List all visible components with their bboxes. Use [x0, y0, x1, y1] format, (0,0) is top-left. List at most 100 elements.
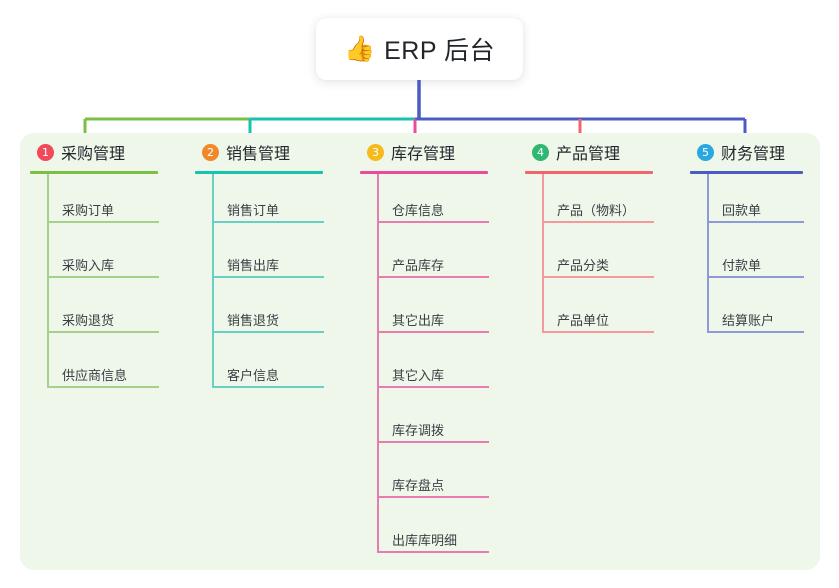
leaf-underline: [377, 496, 489, 498]
leaf-underline: [47, 221, 159, 223]
branch-underline-4: [525, 171, 653, 174]
branch-header-3[interactable]: 3 库存管理: [350, 140, 510, 164]
leaf-underline: [212, 221, 324, 223]
leaf-spine-5: [707, 174, 709, 333]
branch-header-2[interactable]: 2 销售管理: [185, 140, 345, 164]
leaf-underline: [707, 221, 804, 223]
leaf-item[interactable]: 销售出库: [185, 229, 345, 284]
leaf-underline: [377, 276, 489, 278]
leaf-label: 仓库信息: [392, 203, 445, 218]
leaf-label: 产品分类: [557, 258, 610, 273]
leaf-spine-2: [212, 174, 214, 388]
leaf-label: 其它入库: [392, 368, 445, 383]
leaf-underline: [377, 386, 489, 388]
leaf-underline: [377, 221, 489, 223]
leaf-underline: [542, 331, 654, 333]
root-node-card[interactable]: 👍 ERP 后台: [316, 18, 523, 80]
leaf-item[interactable]: 产品（物料）: [515, 174, 675, 229]
leaf-item[interactable]: 产品分类: [515, 229, 675, 284]
leaf-item[interactable]: 采购退货: [20, 284, 180, 339]
leaf-item[interactable]: 回款单: [680, 174, 825, 229]
leaf-spine-1: [47, 174, 49, 388]
leaf-item[interactable]: 其它入库: [350, 339, 510, 394]
root-node-title: ERP 后台: [384, 37, 496, 65]
leaf-item[interactable]: 销售退货: [185, 284, 345, 339]
branch-underline-5: [690, 171, 803, 174]
leaf-underline: [542, 221, 654, 223]
leaf-item[interactable]: 库存调拨: [350, 394, 510, 449]
leaf-item[interactable]: 付款单: [680, 229, 825, 284]
branch-header-4[interactable]: 4 产品管理: [515, 140, 675, 164]
leaf-underline: [47, 276, 159, 278]
branch-header-1[interactable]: 1 采购管理: [20, 140, 180, 164]
leaf-label: 结算账户: [722, 313, 775, 328]
leaf-item[interactable]: 产品单位: [515, 284, 675, 339]
branch-column-2: 2 销售管理销售订单销售出库销售退货客户信息: [185, 140, 345, 394]
leaf-list-5: 回款单付款单结算账户: [680, 174, 825, 339]
leaf-item[interactable]: 出库库明细: [350, 504, 510, 559]
leaf-underline: [212, 276, 324, 278]
thumbs-up-icon: 👍: [343, 34, 376, 63]
leaf-label: 采购入库: [62, 258, 115, 273]
leaf-spine-4: [542, 174, 544, 333]
branch-badge-3: 3: [367, 143, 384, 161]
branch-title-3: 库存管理: [391, 146, 456, 163]
leaf-underline: [47, 331, 159, 333]
leaf-underline: [542, 276, 654, 278]
leaf-list-3: 仓库信息产品库存其它出库其它入库库存调拨库存盘点出库库明细: [350, 174, 510, 559]
leaf-label: 付款单: [722, 258, 762, 273]
leaf-label: 库存调拨: [392, 423, 445, 438]
branch-title-4: 产品管理: [556, 146, 621, 163]
branch-title-1: 采购管理: [61, 146, 126, 163]
leaf-item[interactable]: 仓库信息: [350, 174, 510, 229]
branch-title-2: 销售管理: [226, 146, 291, 163]
leaf-underline: [377, 331, 489, 333]
branch-badge-5: 5: [697, 143, 714, 161]
branch-column-3: 3 库存管理仓库信息产品库存其它出库其它入库库存调拨库存盘点出库库明细: [350, 140, 510, 559]
branch-underline-3: [360, 171, 488, 174]
leaf-underline: [707, 331, 804, 333]
branch-title-5: 财务管理: [721, 146, 786, 163]
leaf-spine-3: [377, 174, 379, 553]
leaf-label: 产品单位: [557, 313, 610, 328]
leaf-item[interactable]: 供应商信息: [20, 339, 180, 394]
leaf-label: 销售出库: [227, 258, 280, 273]
leaf-underline: [47, 386, 159, 388]
leaf-item[interactable]: 采购入库: [20, 229, 180, 284]
leaf-label: 库存盘点: [392, 478, 445, 493]
branch-underline-1: [30, 171, 158, 174]
leaf-label: 客户信息: [227, 368, 280, 383]
leaf-underline: [212, 386, 324, 388]
leaf-item[interactable]: 其它出库: [350, 284, 510, 339]
leaf-list-4: 产品（物料） 产品分类产品单位: [515, 174, 675, 339]
leaf-label: 产品（物料）: [557, 203, 636, 218]
branch-header-5[interactable]: 5 财务管理: [680, 140, 825, 164]
leaf-item[interactable]: 结算账户: [680, 284, 825, 339]
leaf-underline: [212, 331, 324, 333]
leaf-item[interactable]: 产品库存: [350, 229, 510, 284]
leaf-list-2: 销售订单销售出库销售退货客户信息: [185, 174, 345, 394]
leaf-item[interactable]: 销售订单: [185, 174, 345, 229]
leaf-underline: [377, 441, 489, 443]
leaf-item[interactable]: 库存盘点: [350, 449, 510, 504]
leaf-label: 采购退货: [62, 313, 115, 328]
leaf-label: 回款单: [722, 203, 762, 218]
leaf-label: 销售退货: [227, 313, 280, 328]
branch-column-4: 4 产品管理产品（物料） 产品分类产品单位: [515, 140, 675, 339]
branch-badge-4: 4: [532, 143, 549, 161]
leaf-label: 采购订单: [62, 203, 115, 218]
branch-underline-2: [195, 171, 323, 174]
leaf-label: 产品库存: [392, 258, 445, 273]
branch-badge-2: 2: [202, 143, 219, 161]
leaf-label: 其它出库: [392, 313, 445, 328]
leaf-underline: [377, 551, 489, 553]
leaf-list-1: 采购订单采购入库采购退货供应商信息: [20, 174, 180, 394]
branch-column-1: 1 采购管理采购订单采购入库采购退货供应商信息: [20, 140, 180, 394]
branch-column-5: 5 财务管理回款单付款单结算账户: [680, 140, 825, 339]
leaf-label: 供应商信息: [62, 368, 128, 383]
leaf-item[interactable]: 采购订单: [20, 174, 180, 229]
branch-badge-1: 1: [37, 143, 54, 161]
leaf-label: 出库库明细: [392, 533, 458, 548]
leaf-item[interactable]: 客户信息: [185, 339, 345, 394]
